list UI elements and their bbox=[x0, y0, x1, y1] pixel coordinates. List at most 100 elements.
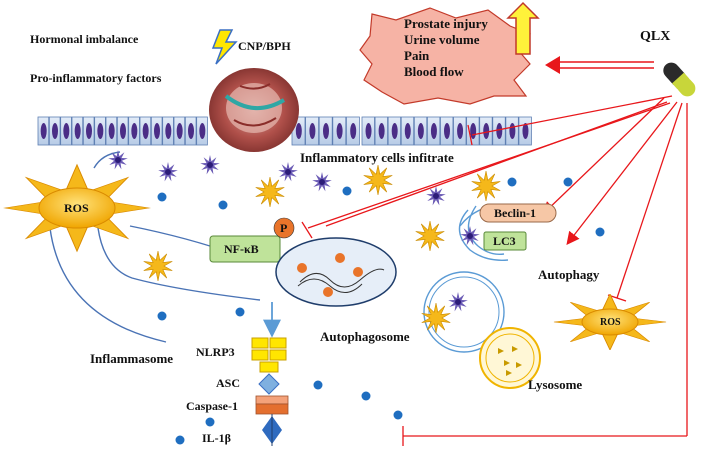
blue-dot bbox=[235, 307, 245, 317]
epithelial-cell bbox=[518, 116, 532, 146]
epithelial-cell bbox=[440, 116, 454, 146]
qlx-label: QLX bbox=[640, 29, 671, 44]
cnp-label: CNP/BPH bbox=[238, 39, 291, 53]
epithelial-cell bbox=[466, 116, 480, 146]
epithelial-cell bbox=[505, 116, 519, 146]
inflammatory-cells-label: Inflammatory cells infitrate bbox=[300, 150, 454, 165]
effect-prostate-injury: Prostate injury bbox=[404, 16, 488, 31]
epithelial-cell bbox=[184, 116, 197, 146]
yellow-star bbox=[415, 220, 445, 252]
epithelial-cell bbox=[48, 116, 61, 146]
qlx-to-effects-arrow bbox=[545, 56, 654, 74]
epithelial-cell bbox=[400, 116, 415, 146]
asc-diamond bbox=[258, 373, 280, 395]
effect-urine-volume: Urine volume bbox=[404, 32, 480, 47]
nucleus bbox=[275, 237, 397, 307]
epithelial-cell bbox=[305, 116, 320, 146]
epithelial-cell bbox=[479, 116, 493, 146]
qlx-to-autophagy-arrow bbox=[566, 101, 678, 246]
asc-label: ASC bbox=[216, 376, 241, 390]
caspase-top bbox=[255, 395, 289, 405]
effect-pain: Pain bbox=[404, 48, 430, 63]
p-label: P bbox=[280, 221, 288, 235]
epithelial-cell bbox=[116, 116, 129, 146]
epithelial-cell bbox=[453, 116, 467, 146]
epithelial-cell bbox=[492, 116, 506, 146]
epithelial-cell bbox=[150, 116, 163, 146]
increase-arrow-icon bbox=[506, 1, 540, 55]
ros-star-small bbox=[553, 293, 667, 351]
nlrp3-complex bbox=[251, 337, 287, 373]
ros-small-label: ROS bbox=[600, 317, 621, 328]
ros-main-label: ROS bbox=[64, 201, 89, 215]
effects-burst bbox=[359, 7, 531, 105]
epithelial-cell bbox=[60, 116, 72, 146]
epithelial-cell bbox=[94, 116, 106, 146]
lysosome bbox=[479, 327, 541, 389]
lysosome-label: Lysosome bbox=[528, 377, 583, 392]
epithelial-cell bbox=[318, 116, 333, 146]
caspase-bottom bbox=[255, 403, 289, 415]
beclin-label: Beclin-1 bbox=[494, 206, 536, 220]
yellow-star bbox=[363, 164, 393, 196]
epithelial-cell bbox=[37, 116, 50, 146]
epithelial-cell bbox=[196, 116, 208, 146]
scattered-particles bbox=[108, 150, 605, 445]
epithelial-cell bbox=[374, 116, 388, 146]
prostate-image bbox=[209, 68, 299, 152]
blue-dot bbox=[313, 380, 323, 390]
epithelial-cell bbox=[387, 116, 402, 146]
qlx-capsule-icon bbox=[663, 62, 696, 97]
blue-dot bbox=[361, 391, 371, 401]
caspase-label: Caspase-1 bbox=[186, 399, 239, 413]
blue-dot bbox=[342, 186, 352, 196]
epithelial-cell bbox=[128, 116, 140, 146]
lc3-label: LC3 bbox=[493, 234, 516, 248]
nlrp3-label: NLRP3 bbox=[196, 345, 235, 359]
prostate-effects-list: Prostate injury Urine volume Pain Blood … bbox=[404, 16, 488, 80]
blue-dot bbox=[205, 417, 215, 427]
inflammasome-label: Inflammasome bbox=[90, 351, 174, 366]
il1b-label: IL-1β bbox=[202, 431, 231, 445]
blue-dot bbox=[175, 435, 185, 445]
epithelial-cell bbox=[332, 116, 347, 146]
qlx-to-lc3-arrow bbox=[542, 97, 665, 215]
blue-dot bbox=[507, 177, 517, 187]
epithelial-cell bbox=[173, 116, 186, 146]
nfkb-label: NF-κB bbox=[224, 242, 259, 256]
hormonal-label: Hormonal imbalance bbox=[30, 32, 139, 46]
phospho-circle bbox=[273, 217, 295, 239]
epithelial-cell bbox=[105, 116, 118, 146]
lightning-icon bbox=[211, 29, 238, 65]
epithelial-cell bbox=[139, 116, 152, 146]
epithelial-cell bbox=[413, 116, 428, 146]
proinflammatory-label: Pro-inflammatory factors bbox=[30, 71, 162, 85]
blue-dot bbox=[595, 227, 605, 237]
epithelial-cell bbox=[361, 116, 375, 146]
nfkb-box bbox=[209, 235, 281, 263]
blue-dot bbox=[393, 410, 403, 420]
autophagy-label: Autophagy bbox=[538, 267, 600, 282]
epithelial-cell bbox=[162, 116, 174, 146]
blue-dot bbox=[157, 311, 167, 321]
yellow-star bbox=[471, 170, 501, 202]
lc3-box bbox=[483, 231, 527, 251]
epithelial-cell-layer bbox=[37, 116, 532, 146]
ros-star-main bbox=[3, 163, 151, 253]
blue-dot bbox=[563, 177, 573, 187]
epithelial-cell bbox=[71, 116, 84, 146]
effect-blood-flow: Blood flow bbox=[404, 64, 464, 79]
autophagosome-label: Autophagosome bbox=[320, 329, 410, 344]
epithelial-cell bbox=[82, 116, 95, 146]
epithelial-cell bbox=[345, 116, 360, 146]
yellow-star bbox=[421, 302, 451, 334]
yellow-star bbox=[143, 250, 173, 282]
qlx-inhibition-lines bbox=[301, 95, 688, 446]
blue-dot bbox=[157, 192, 167, 202]
yellow-star bbox=[255, 176, 285, 208]
blue-dot bbox=[218, 200, 228, 210]
beclin-pill bbox=[479, 203, 557, 223]
epithelial-cell bbox=[426, 116, 441, 146]
